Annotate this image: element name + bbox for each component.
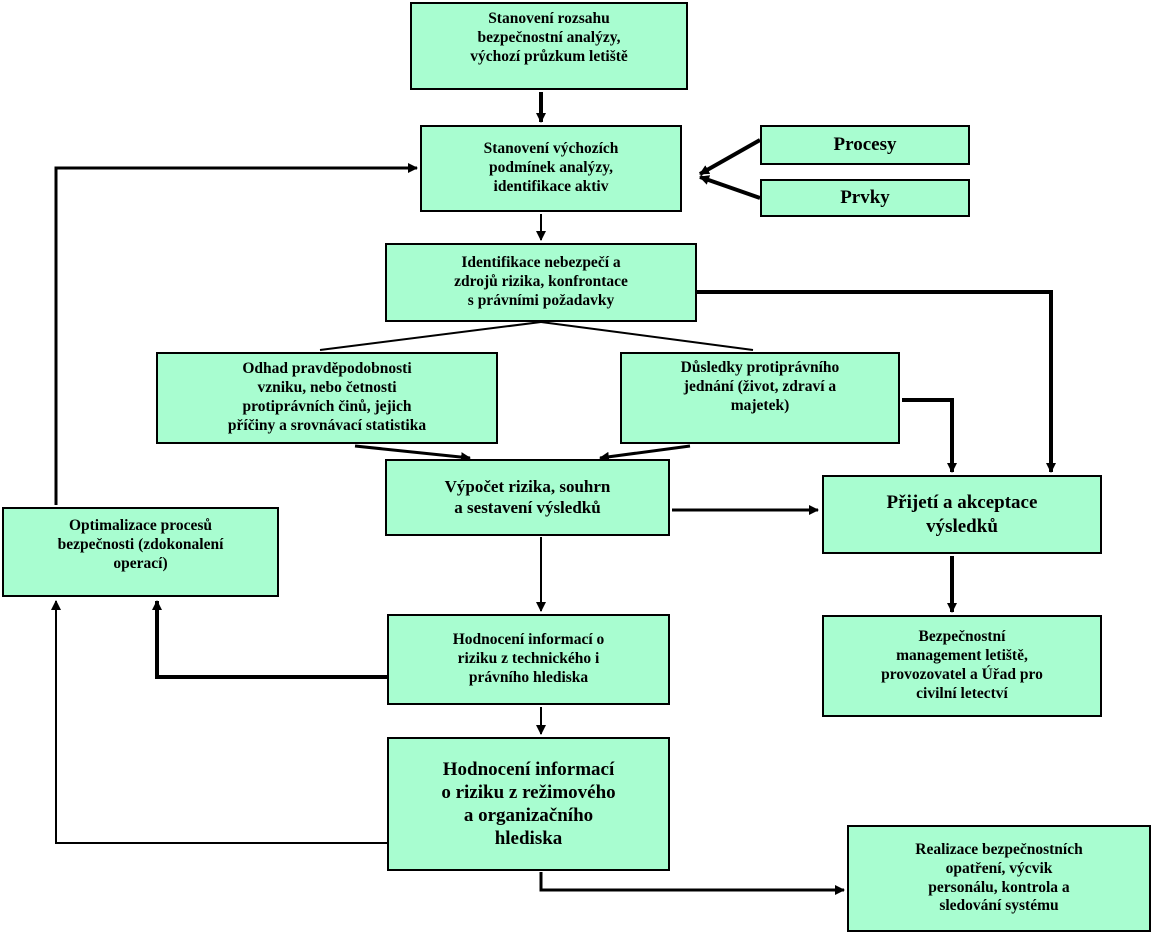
box-implementation: Realizace bezpečnostních opatření, výcvi… (847, 825, 1151, 932)
box-regime-org-evaluation-text: Hodnocení informací o riziku z režimovéh… (441, 758, 616, 850)
box-security-management: Bezpečnostní management letiště, provozo… (822, 615, 1102, 717)
box-consequences: Důsledky protiprávního jednání (život, z… (620, 352, 900, 444)
box-hazard-identification-text: Identifikace nebezpečí a zdrojů rizika, … (454, 254, 628, 309)
arrow-regime-to-optimization (51, 600, 387, 844)
box-risk-calculation-text: Výpočet rizika, souhrn a sestavení výsle… (444, 476, 611, 517)
box-initial-conditions: Stanovení výchozích podmínek analýzy, id… (420, 125, 682, 212)
box-optimization: Optimalizace procesů bezpečnosti (zdokon… (2, 507, 279, 597)
box-probability-estimate-text: Odhad pravděpodobnosti vzniku, nebo četn… (227, 360, 427, 434)
arrow-hazards-to-probability (319, 321, 542, 351)
box-risk-calculation: Výpočet rizika, souhrn a sestavení výsle… (385, 459, 670, 536)
box-implementation-text: Realizace bezpečnostních opatření, výcvi… (915, 840, 1083, 915)
arrow-probability-to-calculation (354, 444, 471, 463)
box-optimization-text: Optimalizace procesů bezpečnosti (zdokon… (57, 517, 224, 572)
box-technical-legal-evaluation-text: Hodnocení informací o riziku z technické… (452, 631, 605, 686)
arrow-elements-to-conditions (699, 175, 761, 200)
box-security-management-text: Bezpečnostní management letiště, provozo… (881, 628, 1043, 702)
box-regime-org-evaluation: Hodnocení informací o riziku z režimovéh… (387, 737, 670, 871)
box-probability-estimate: Odhad pravděpodobnosti vzniku, nebo četn… (156, 352, 498, 444)
arrow-hazards-to-consequences (540, 321, 754, 351)
arrow-consequences-to-calculation (599, 444, 691, 462)
arrow-regime-to-implementation (539, 872, 845, 895)
box-processes-text: Procesy (833, 134, 897, 156)
arrow-processes-to-conditions (699, 138, 761, 176)
box-elements: Prvky (760, 179, 970, 217)
arrow-consequences-to-acceptance (902, 398, 957, 473)
box-hazard-identification: Identifikace nebezpečí a zdrojů rizika, … (385, 243, 697, 322)
arrow-hazards-to-acceptance (697, 290, 1056, 473)
box-elements-text: Prvky (840, 187, 890, 209)
arrow-technical-to-optimization (152, 600, 387, 679)
box-analysis-scope-text: Stanovení rozsahu bezpečnostní analýzy, … (470, 10, 628, 65)
box-analysis-scope: Stanovení rozsahu bezpečnostní analýzy, … (410, 2, 688, 90)
box-initial-conditions-text: Stanovení výchozích podmínek analýzy, id… (483, 140, 619, 195)
box-acceptance: Přijetí a akceptace výsledků (822, 475, 1102, 554)
box-consequences-text: Důsledky protiprávního jednání (život, z… (680, 359, 840, 414)
box-technical-legal-evaluation: Hodnocení informací o riziku z technické… (387, 614, 670, 705)
box-processes: Procesy (760, 125, 970, 165)
box-acceptance-text: Přijetí a akceptace výsledků (886, 492, 1038, 537)
arrow-optimization-to-conditions (54, 163, 418, 505)
